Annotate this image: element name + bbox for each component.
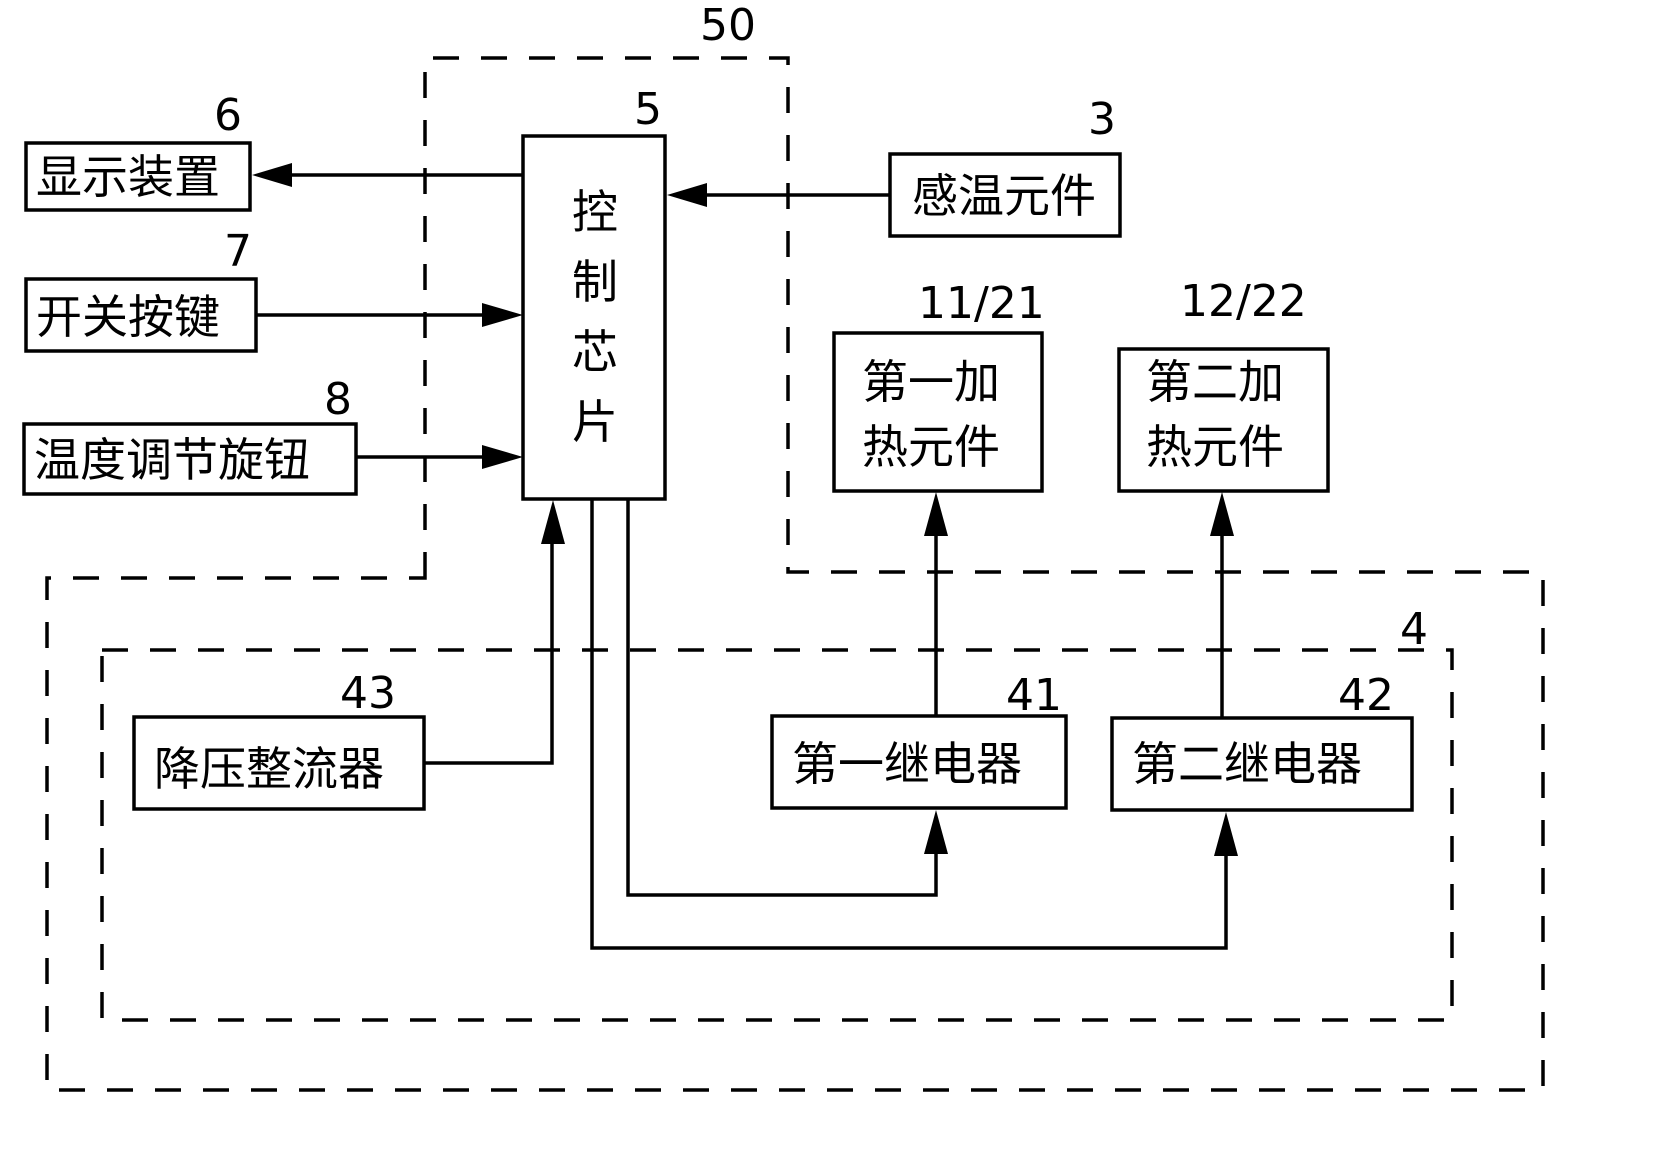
wire (424, 540, 554, 765)
arrowhead-icon (1214, 812, 1238, 856)
relay-1-ref: 41 (1006, 670, 1062, 721)
connection-relay-1-to-heater-1 (924, 492, 948, 716)
connection-sensor-to-chip (667, 183, 890, 207)
rectifier-ref: 43 (340, 668, 396, 719)
temp-sensor-ref: 3 (1088, 94, 1116, 145)
temp-knob-ref: 8 (324, 374, 352, 425)
heater-2-ref: 12/22 (1180, 276, 1307, 327)
arrowhead-icon (924, 492, 948, 536)
rectifier-label: 降压整流器 (154, 742, 384, 796)
heater-1-ref: 11/21 (918, 278, 1045, 329)
control-chip-label-2: 制 (572, 255, 618, 309)
ref-label-control-module: 50 (700, 0, 756, 51)
control-module-boundary (45, 56, 1545, 1092)
display-box (24, 141, 252, 212)
rectifier-box (132, 715, 426, 811)
switch-key-box (24, 277, 258, 353)
connection-chip-to-relay-1 (626, 499, 948, 897)
block-rectifier: 降压整流器 43 (132, 668, 426, 811)
relay-1-box (770, 714, 1068, 810)
relay-2-ref: 42 (1338, 670, 1394, 721)
connection-chip-to-relay-2 (590, 499, 1238, 950)
relay-2-label: 第二继电器 (1132, 737, 1362, 791)
block-heater-1: 第一加 热元件 11/21 (832, 278, 1045, 493)
temp-sensor-label: 感温元件 (912, 169, 1096, 223)
arrowhead-icon (667, 183, 707, 207)
heater-1-label-1: 第一加 (862, 355, 1000, 409)
block-temp-sensor: 感温元件 3 (888, 94, 1122, 238)
arrowhead-icon (1210, 492, 1234, 536)
control-chip-label-3: 芯 (572, 325, 618, 379)
switch-key-ref: 7 (224, 226, 252, 277)
arrowhead-icon (541, 500, 565, 544)
control-chip-label-4: 片 (572, 395, 618, 449)
heater-1-box (832, 331, 1044, 493)
power-module-boundary (100, 648, 1454, 1022)
connection-switch-to-chip (256, 303, 523, 327)
relay-1-label: 第一继电器 (792, 737, 1022, 791)
temp-knob-box (22, 422, 358, 496)
block-control-chip: 控 制 芯 片 5 (521, 84, 667, 501)
connection-relay-2-to-heater-2 (1210, 492, 1234, 718)
heater-2-label-2: 热元件 (1146, 420, 1284, 474)
block-relay-1: 第一继电器 41 (770, 670, 1068, 810)
arrowhead-icon (482, 445, 523, 469)
ref-label-power-module: 4 (1400, 604, 1428, 655)
temp-sensor-box (888, 152, 1122, 238)
connection-knob-to-chip (356, 445, 523, 469)
block-temp-knob: 温度调节旋钮 8 (22, 374, 358, 496)
block-heater-2: 第二加 热元件 12/22 (1117, 276, 1330, 493)
block-display: 显示装置 6 (24, 90, 252, 212)
connection-rectifier-to-chip (424, 500, 565, 765)
relay-2-box (1110, 716, 1414, 812)
arrowhead-icon (252, 163, 292, 187)
control-chip-box (521, 134, 667, 501)
heater-1-label-2: 热元件 (862, 420, 1000, 474)
block-switch-key: 开关按键 7 (24, 226, 258, 353)
display-label: 显示装置 (36, 150, 220, 204)
heater-2-label-1: 第二加 (1146, 355, 1284, 409)
wire (590, 499, 1228, 950)
connection-chip-to-display (252, 163, 523, 187)
arrowhead-icon (482, 303, 523, 327)
temp-knob-label: 温度调节旋钮 (34, 433, 310, 487)
power-module-outline (100, 648, 1454, 1022)
block-relay-2: 第二继电器 42 (1110, 670, 1414, 812)
arrowhead-icon (924, 810, 948, 854)
control-module-outline (45, 56, 1545, 1092)
switch-key-label: 开关按键 (36, 290, 220, 344)
display-ref: 6 (214, 90, 242, 141)
heater-2-box (1117, 347, 1330, 493)
wire (626, 499, 938, 897)
control-chip-ref: 5 (634, 84, 662, 135)
control-chip-label-1: 控 (572, 185, 618, 239)
